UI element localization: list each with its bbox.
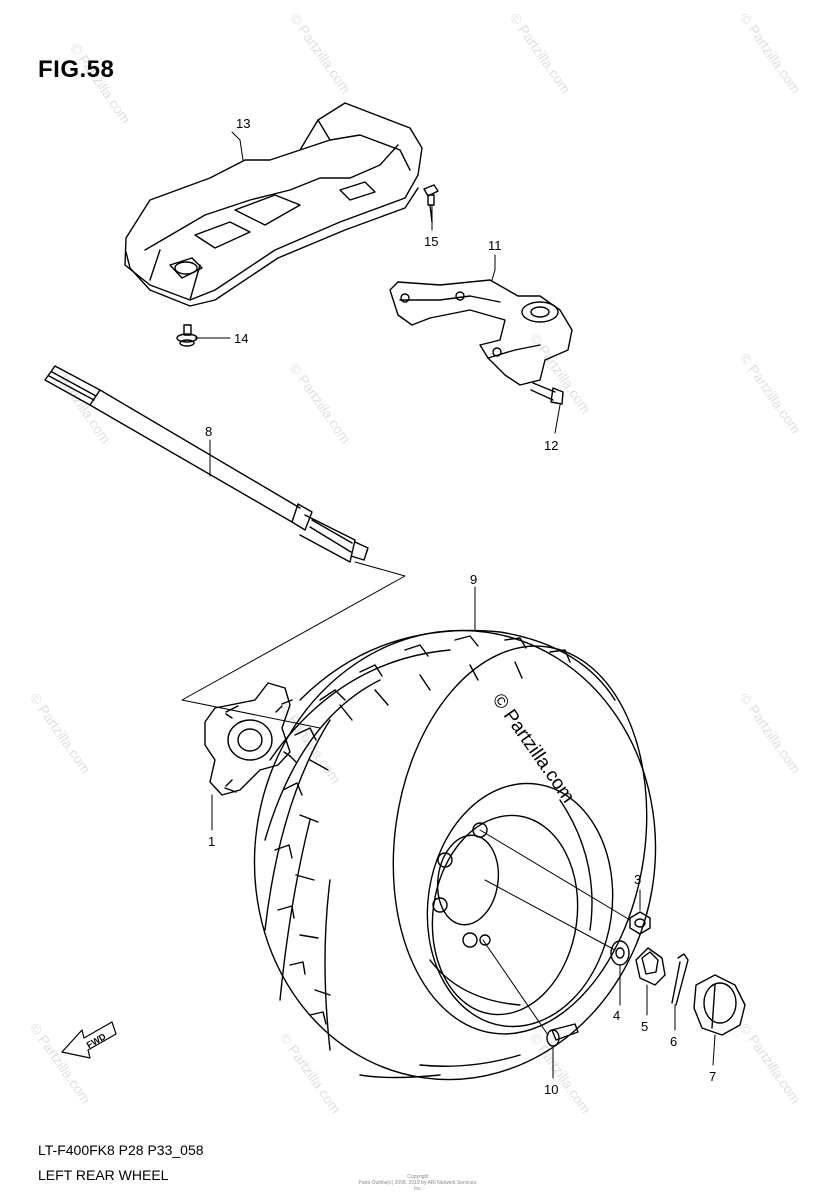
- tire-part-9: [253, 629, 657, 1081]
- callout-9: 9: [470, 572, 477, 587]
- figure-title: FIG.58: [38, 56, 115, 83]
- callout-6: 6: [670, 1034, 677, 1049]
- castle-nut-part-5: [635, 947, 666, 986]
- callout-15: 15: [424, 234, 438, 249]
- bolt-part-15: [423, 184, 439, 223]
- callout-11: 11: [488, 238, 502, 253]
- nut-part-3: [629, 911, 651, 935]
- leader-lines: [181, 131, 716, 1079]
- skid-plate-part-13: [124, 102, 423, 307]
- bracket-part-11: [389, 279, 573, 386]
- callout-labels: 8 13 15 11 12 14 9 1 3 4 5 6 7 10: [205, 116, 716, 1097]
- stud-bolt-part-10: [546, 1023, 579, 1047]
- axle-shaft-part-8: [44, 365, 369, 563]
- copyright-line-1: Copyright: [407, 1174, 429, 1180]
- callout-14: 14: [234, 331, 248, 346]
- hub-part-1: [204, 682, 297, 796]
- copyright-note: Copyright Parts Outline(c) 2008, 2019 by…: [358, 1174, 478, 1192]
- callout-8: 8: [205, 424, 212, 439]
- cotter-pin-part-6: [671, 953, 689, 1006]
- wheel-rim-part-9: [426, 782, 614, 1028]
- fwd-arrow-icon: FWD: [61, 1021, 117, 1059]
- callout-13: 13: [236, 116, 250, 131]
- callout-1: 1: [208, 834, 215, 849]
- copyright-line-2: Parts Outline(c) 2008, 2019 by ARI Netwo…: [358, 1180, 478, 1192]
- callout-3: 3: [634, 872, 641, 887]
- hub-cap-part-7: [693, 974, 746, 1036]
- model-code: LT-F400FK8 P28 P33_058: [38, 1142, 204, 1158]
- bolt-part-14: [176, 324, 198, 347]
- callout-5: 5: [641, 1019, 648, 1034]
- callout-12: 12: [544, 438, 558, 453]
- callout-7: 7: [709, 1069, 716, 1084]
- callout-4: 4: [613, 1008, 620, 1023]
- callout-10: 10: [544, 1082, 558, 1097]
- bolt-part-12: [530, 382, 564, 405]
- figure-caption: LEFT REAR WHEEL: [38, 1167, 169, 1183]
